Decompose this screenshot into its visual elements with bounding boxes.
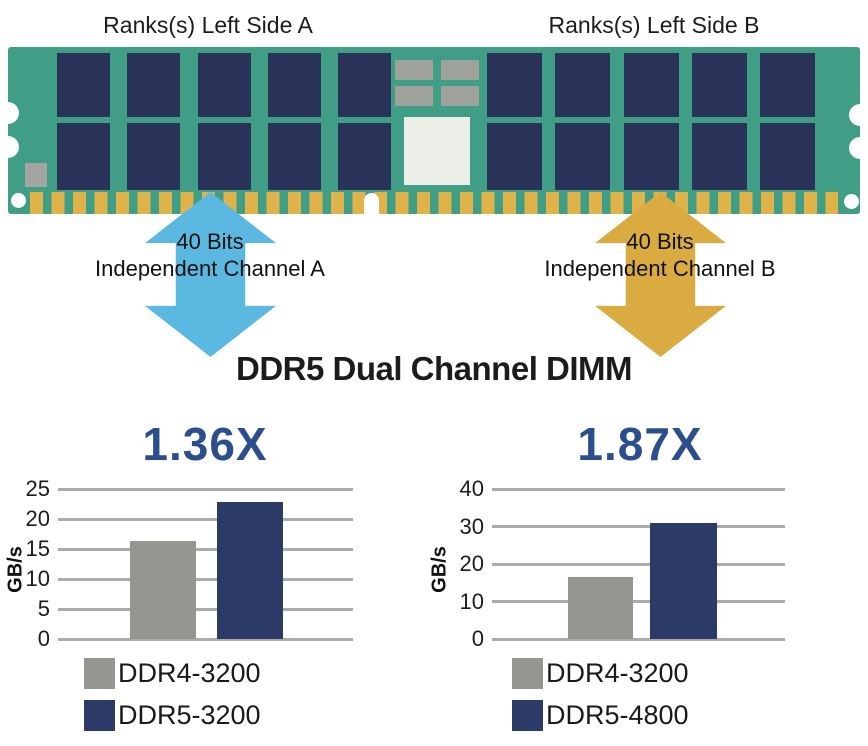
y-tick-label: 5	[37, 596, 50, 621]
memory-chip	[127, 123, 181, 190]
edge-notch	[0, 102, 19, 124]
y-axis-label: GB/s	[428, 546, 451, 593]
bar-ddr5	[650, 522, 717, 639]
y-tick-label: 0	[471, 626, 484, 651]
chip-row-right-bottom	[487, 123, 815, 190]
memory-chip	[487, 123, 542, 190]
gridline	[58, 637, 353, 641]
memory-chip	[623, 53, 679, 117]
chip-row-left-top	[57, 53, 391, 117]
register-chip-group	[395, 60, 479, 106]
memory-chip	[267, 53, 321, 117]
speedup-multiplier: 1.36X	[142, 418, 268, 470]
bar-ddr4	[130, 540, 196, 639]
memory-chip	[197, 123, 251, 190]
legend-row: DDR4-3200	[84, 658, 261, 689]
memory-chip	[623, 123, 679, 190]
gridline	[58, 607, 353, 611]
legend-label: DDR5-3200	[118, 700, 261, 730]
gridline	[492, 562, 785, 566]
edge-notch	[849, 104, 868, 126]
memory-chip	[555, 123, 611, 190]
gridline	[58, 487, 353, 491]
mounting-hole-left	[11, 193, 26, 208]
memory-chip	[691, 123, 747, 190]
edge-notch	[0, 136, 19, 158]
memory-chip	[338, 53, 391, 117]
y-tick-label: 20	[25, 506, 50, 531]
register-chip	[441, 60, 479, 80]
gridline	[492, 487, 785, 491]
legend-swatch	[512, 700, 543, 731]
pmic-component	[404, 117, 470, 185]
bar-ddr4	[568, 576, 633, 639]
bar-ddr5	[217, 502, 283, 639]
legend-swatch	[84, 700, 115, 731]
y-tick-label: 20	[459, 551, 484, 576]
y-tick-label: 10	[25, 566, 50, 591]
gridline	[58, 547, 353, 551]
rank-label-side-b: Ranks(s) Left Side B	[548, 12, 760, 38]
memory-chip	[197, 53, 251, 117]
channel-a-name: Independent Channel A	[95, 256, 325, 281]
legend-label: DDR5-4800	[546, 700, 689, 730]
legend-swatch	[512, 658, 543, 689]
spd-component	[25, 163, 47, 187]
channel-a-bits: 40 Bits	[176, 229, 244, 254]
memory-chip	[760, 53, 815, 117]
gridline	[58, 517, 353, 521]
plot-area: 0 10 20 30 40	[460, 476, 785, 651]
channel-b-name: Independent Channel B	[544, 256, 776, 281]
gridline	[492, 637, 785, 641]
y-tick-label: 25	[25, 476, 50, 501]
y-tick-label: 10	[459, 588, 484, 614]
memory-chip	[760, 123, 815, 190]
y-axis-label: GB/s	[4, 546, 27, 593]
y-tick-label: 0	[37, 626, 50, 651]
register-chip	[441, 86, 479, 106]
legend-swatch	[84, 658, 115, 689]
edge-notch	[849, 137, 868, 159]
legend-label: DDR4-3200	[546, 658, 689, 688]
gridline	[492, 600, 785, 603]
mounting-hole-right	[844, 194, 859, 209]
legend-row: DDR5-4800	[512, 700, 689, 731]
memory-chip	[487, 53, 542, 117]
diagram-title: DDR5 Dual Channel DIMM	[235, 350, 633, 387]
y-tick-label: 15	[25, 536, 50, 561]
pin-key-notch	[364, 193, 379, 214]
y-tick-label: 30	[459, 513, 484, 539]
register-chip	[395, 86, 433, 106]
memory-chip	[127, 53, 181, 117]
memory-chip	[555, 53, 611, 117]
chip-row-left-bottom	[57, 123, 391, 190]
legend-label: DDR4-3200	[118, 658, 261, 688]
channel-b-bits: 40 Bits	[626, 229, 694, 254]
memory-chip	[267, 123, 321, 190]
dimm-module	[0, 47, 868, 214]
rank-label-side-a: Ranks(s) Left Side A	[103, 12, 313, 38]
legend-row: DDR4-3200	[512, 658, 689, 689]
memory-chip	[57, 123, 110, 190]
memory-chip	[57, 53, 110, 117]
y-tick-label: 40	[459, 476, 484, 501]
chip-row-right-top	[487, 53, 815, 117]
plot-area: 0 5 10 15 20 25	[26, 476, 353, 651]
channel-b-label: 40 Bits Independent Channel B	[490, 228, 830, 282]
memory-chip	[338, 123, 391, 190]
memory-chip	[691, 53, 747, 117]
gridline	[492, 525, 785, 528]
register-chip	[395, 60, 433, 80]
gridline	[58, 577, 353, 581]
speedup-multiplier: 1.87X	[577, 418, 703, 470]
legend-row: DDR5-3200	[84, 700, 261, 731]
gold-pin-strip	[30, 192, 838, 214]
channel-a-label: 40 Bits Independent Channel A	[40, 228, 380, 282]
